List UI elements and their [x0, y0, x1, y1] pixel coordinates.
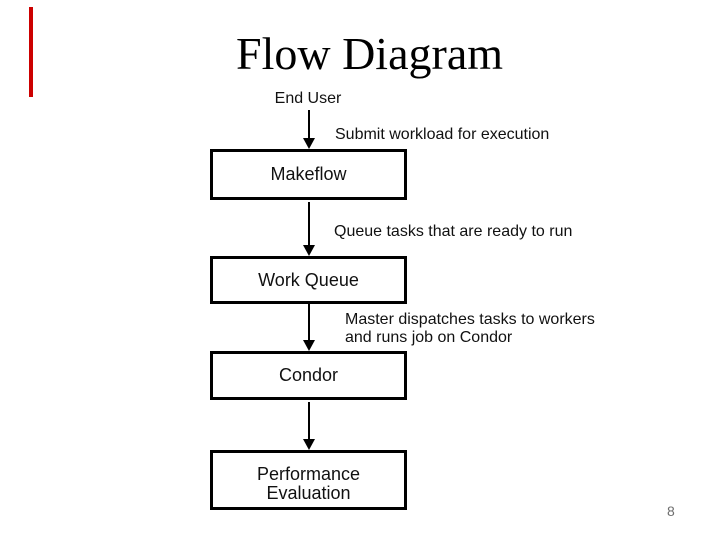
edge-label-queue: Queue tasks that are ready to run	[334, 223, 573, 240]
down-arrowhead-icon	[302, 439, 315, 450]
edge-label-submit: Submit workload for execution	[335, 126, 550, 143]
arrow-shaft	[307, 110, 310, 138]
down-arrowhead-icon	[302, 138, 315, 149]
arrow-shaft	[307, 402, 310, 439]
node-label: Work Queue	[258, 269, 359, 290]
flow-arrow-4	[301, 402, 316, 450]
flow-arrow-2	[301, 202, 316, 256]
end-user-label: End User	[274, 90, 342, 107]
arrow-shaft	[307, 304, 310, 340]
edge-label-master-line2: and runs job on Condor	[345, 329, 513, 346]
flow-arrow-1	[301, 110, 316, 149]
down-arrowhead-icon	[302, 340, 315, 351]
node-label-line2: Evaluation	[266, 483, 351, 503]
arrow-shaft	[307, 202, 310, 245]
slide-title: Flow Diagram	[236, 28, 504, 79]
edge-label-master-line1: Master dispatches tasks to workers	[345, 311, 595, 328]
node-label: Condor	[278, 365, 339, 385]
edge-label-master: Master dispatches tasks to workers and r…	[345, 311, 595, 347]
red-accent-bar	[29, 7, 33, 97]
node-makeflow: Makeflow	[210, 149, 407, 200]
flow-arrow-3	[301, 304, 316, 351]
node-label-line1: Performance	[256, 464, 361, 484]
node-condor: Condor	[210, 351, 407, 400]
node-label: Makeflow	[270, 164, 347, 184]
node-performance-evaluation: Performance Evaluation	[210, 450, 407, 510]
page-number: 8	[667, 503, 675, 519]
down-arrowhead-icon	[302, 245, 315, 256]
node-work-queue: Work Queue	[210, 256, 407, 304]
